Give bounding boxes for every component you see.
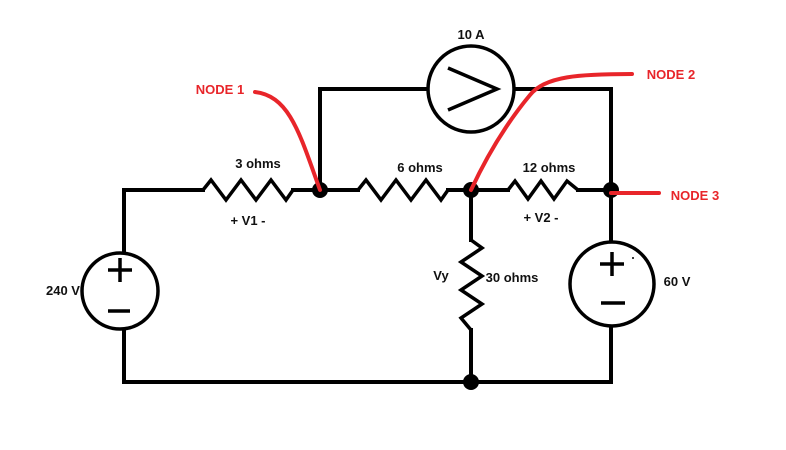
node1-label: NODE 1 <box>196 82 244 97</box>
current-source-label: 10 A <box>458 27 486 42</box>
node2-leader <box>469 72 634 192</box>
resistor-30ohm-label: 30 ohms <box>486 270 539 285</box>
current-source-arrow-icon <box>447 66 502 112</box>
resistor-6ohm <box>356 177 450 203</box>
vsr-speck <box>632 257 634 259</box>
wires <box>122 87 613 384</box>
node1-leader <box>253 90 322 192</box>
resistor-30ohm <box>457 238 486 332</box>
resistor-12ohm <box>506 178 580 202</box>
voltage-source-left-circle <box>80 251 160 331</box>
vsource-right-label: 60 V <box>664 274 691 289</box>
resistor-12ohm-label: 12 ohms <box>523 160 576 175</box>
vy-label: Vy <box>433 268 449 283</box>
voltage-source-left <box>80 251 160 331</box>
vsource-left-label: 240 V <box>46 283 80 298</box>
resistor-3ohm <box>201 177 295 203</box>
resistor-6ohm-label: 6 ohms <box>397 160 443 175</box>
junction-node3 <box>603 182 619 198</box>
v2-label: + V2 - <box>523 210 558 225</box>
v1-label: + V1 - <box>230 213 265 228</box>
voltage-source-right-circle <box>568 240 656 328</box>
node2-label: NODE 2 <box>647 67 695 82</box>
resistor-3ohm-label: 3 ohms <box>235 156 281 171</box>
current-source <box>426 44 516 134</box>
voltage-source-right <box>568 240 656 328</box>
junction-bottom <box>463 374 479 390</box>
node3-label: NODE 3 <box>671 188 719 203</box>
